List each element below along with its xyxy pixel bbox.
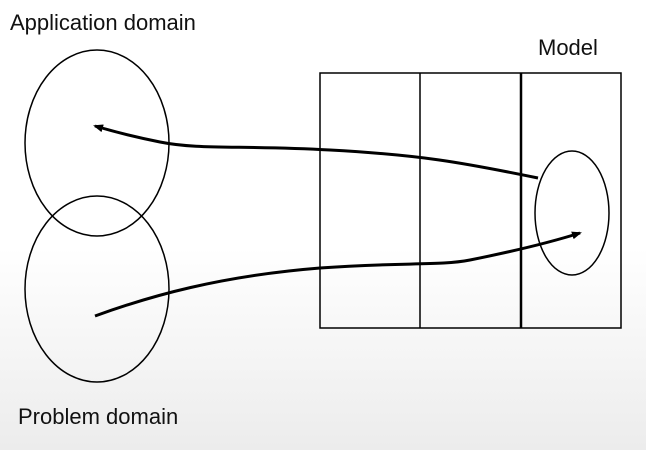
problem-domain-ellipse (24, 195, 170, 383)
problem-domain-label: Problem domain (18, 404, 179, 429)
model-box (319, 72, 622, 329)
arrow-problem-to-model (94, 231, 582, 318)
application-domain-ellipse (24, 49, 170, 237)
model-label: Model (538, 35, 598, 60)
arrow-model-to-application (93, 124, 539, 180)
model-inner-ellipse (534, 150, 610, 276)
application-domain-label: Application domain (10, 10, 196, 35)
